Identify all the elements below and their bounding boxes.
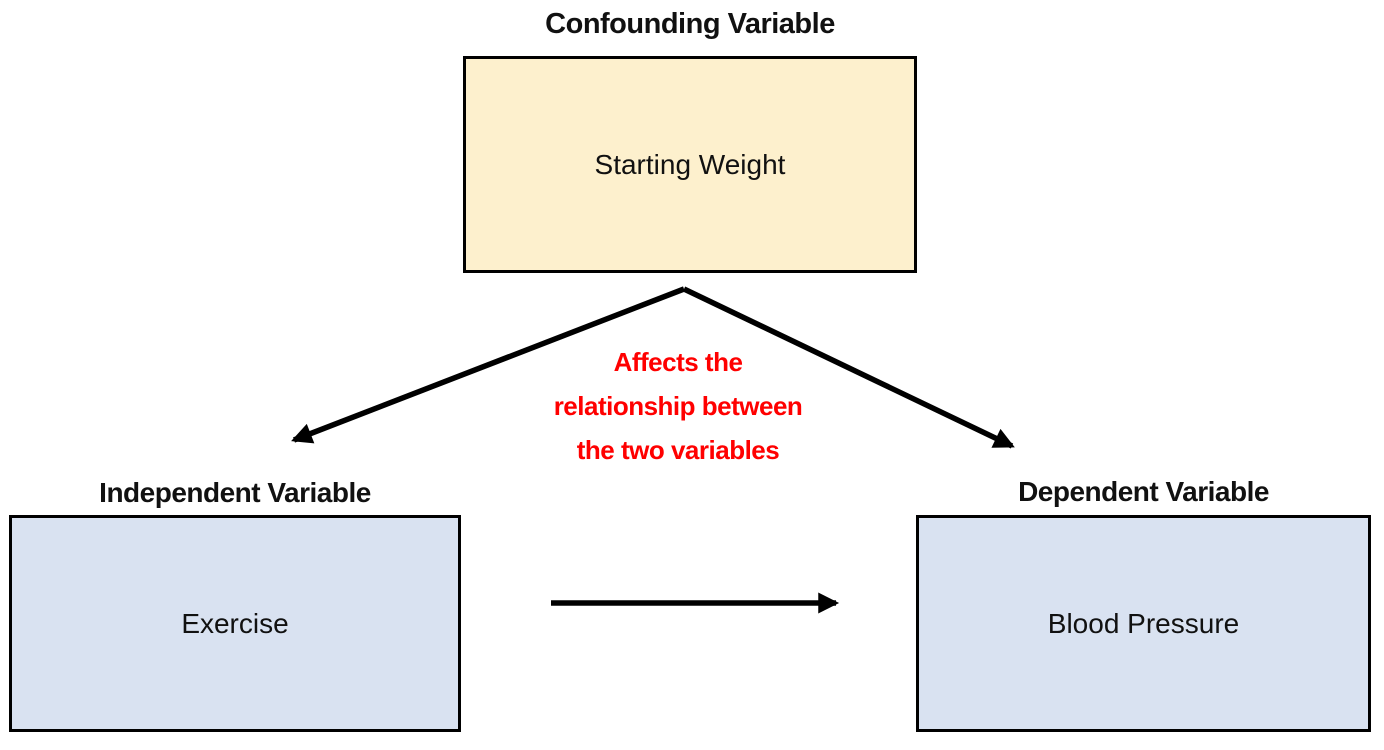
- independent-variable-box-label: Exercise: [181, 607, 289, 639]
- annotation-line-3: the two variables: [576, 435, 780, 465]
- dependent-variable-title: Dependent Variable: [1018, 476, 1269, 507]
- dependent-variable-box: Blood Pressure: [916, 515, 1371, 732]
- independent-variable-box: Exercise: [9, 515, 461, 732]
- dependent-variable-box-label: Blood Pressure: [1047, 607, 1240, 639]
- annotation-line-1: Affects the: [613, 347, 743, 377]
- confounding-variable-box: Starting Weight: [463, 56, 917, 273]
- confounding-variable-box-label: Starting Weight: [594, 148, 786, 180]
- annotation-line-2: relationship between: [553, 391, 803, 421]
- confounder-effect-annotation: Affects the relationship between the two…: [458, 340, 898, 472]
- independent-variable-title: Independent Variable: [99, 477, 371, 508]
- confounding-variable-title: Confounding Variable: [545, 8, 835, 40]
